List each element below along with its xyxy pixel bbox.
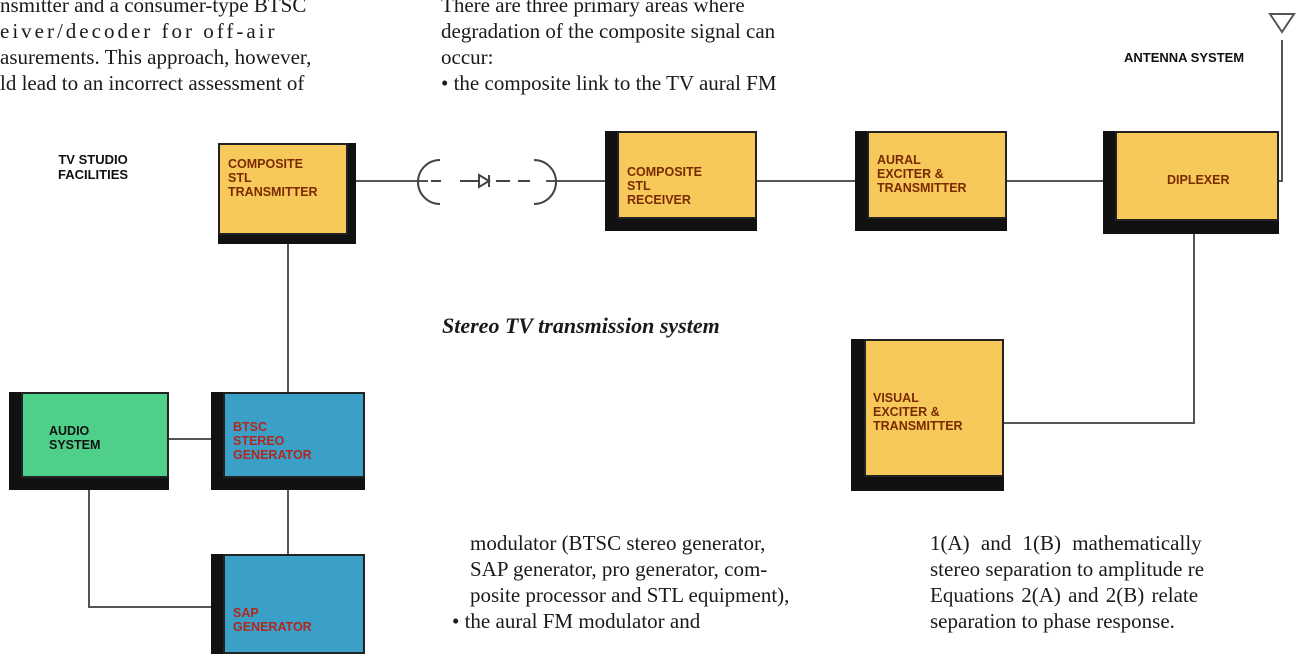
diagram-caption: Stereo TV transmission system xyxy=(442,313,720,338)
text-line: posite processor and STL equipment), xyxy=(470,583,790,607)
connector-line xyxy=(88,606,221,608)
connector-line xyxy=(1281,40,1283,182)
connector-line xyxy=(287,242,289,392)
radio-link-left-arc xyxy=(417,159,441,205)
antenna-icon xyxy=(1268,13,1296,34)
text-line: nsmitter and a consumer-type BTSC xyxy=(0,0,307,17)
text-line: • the aural FM modulator and xyxy=(452,609,701,633)
diplexer-block: DIPLEXER xyxy=(1103,131,1279,234)
text-line: ld lead to an incorrect assessment of xyxy=(0,71,305,95)
tv-studio-label: TV STUDIO FACILITIES xyxy=(58,152,129,182)
visual-exciter-transmitter-block: VISUAL EXCITER & TRANSMITTER xyxy=(851,339,1004,491)
connector-line xyxy=(287,490,289,554)
body-text-bottom-middle: modulator (BTSC stereo generator, SAP ge… xyxy=(452,530,910,634)
body-text-top-left: nsmitter and a consumer-type BTSC eiver/… xyxy=(0,0,420,96)
connector-line xyxy=(1006,180,1106,182)
text-line: stereo separation to amplitude re xyxy=(930,557,1205,581)
connector-line xyxy=(350,180,428,182)
text-line: SAP generator, pro generator, com- xyxy=(470,557,768,581)
block-label: AUDIO SYSTEM xyxy=(49,424,101,452)
connector-line xyxy=(756,180,862,182)
connector-line xyxy=(163,438,221,440)
block-label: BTSC STEREO GENERATOR xyxy=(233,420,312,462)
audio-system-block: AUDIO SYSTEM xyxy=(9,392,169,490)
connector-line xyxy=(546,180,608,182)
text-line: modulator (BTSC stereo generator, xyxy=(470,531,766,555)
block-label: DIPLEXER xyxy=(1167,173,1230,187)
block-label: SAP GENERATOR xyxy=(233,606,312,634)
connector-line xyxy=(1000,422,1195,424)
text-line: degradation of the composite signal can xyxy=(441,19,776,43)
connector-line xyxy=(88,490,90,608)
connector-line xyxy=(1193,234,1195,424)
body-text-top-middle: There are three primary areas where degr… xyxy=(441,0,911,96)
antenna-system-label: ANTENNA SYSTEM xyxy=(1124,50,1245,65)
body-text-bottom-right: 1(A) and 1(B) mathematically stereo sepa… xyxy=(930,530,1303,634)
text-line: occur: xyxy=(441,45,494,69)
text-line: 1(A) and 1(B) mathematically xyxy=(930,531,1202,555)
text-line: asurements. This approach, however, xyxy=(0,45,312,69)
text-line: • the composite link to the TV aural FM xyxy=(441,71,777,95)
text-line: eiver/decoder for off-air xyxy=(0,19,278,43)
block-label: VISUAL EXCITER & TRANSMITTER xyxy=(873,391,963,433)
composite-stl-transmitter-block: COMPOSITE STL TRANSMITTER xyxy=(218,143,356,244)
text-line: Equations 2(A) and 2(B) relate xyxy=(930,583,1199,607)
block-label: COMPOSITE STL RECEIVER xyxy=(627,165,703,207)
text-line: There are three primary areas where xyxy=(441,0,745,17)
radio-link-right-arc xyxy=(533,159,557,205)
composite-stl-receiver-block: COMPOSITE STL RECEIVER xyxy=(605,131,757,231)
block-label: COMPOSITE STL TRANSMITTER xyxy=(228,157,318,199)
btsc-stereo-generator-block: BTSC STEREO GENERATOR xyxy=(211,392,365,490)
text-line: separation to phase response. xyxy=(930,609,1175,633)
block-label: AURAL EXCITER & TRANSMITTER xyxy=(877,153,967,195)
sap-generator-block: SAP GENERATOR xyxy=(211,554,365,654)
arrow-icon xyxy=(478,173,491,189)
aural-exciter-transmitter-block: AURAL EXCITER & TRANSMITTER xyxy=(855,131,1007,231)
